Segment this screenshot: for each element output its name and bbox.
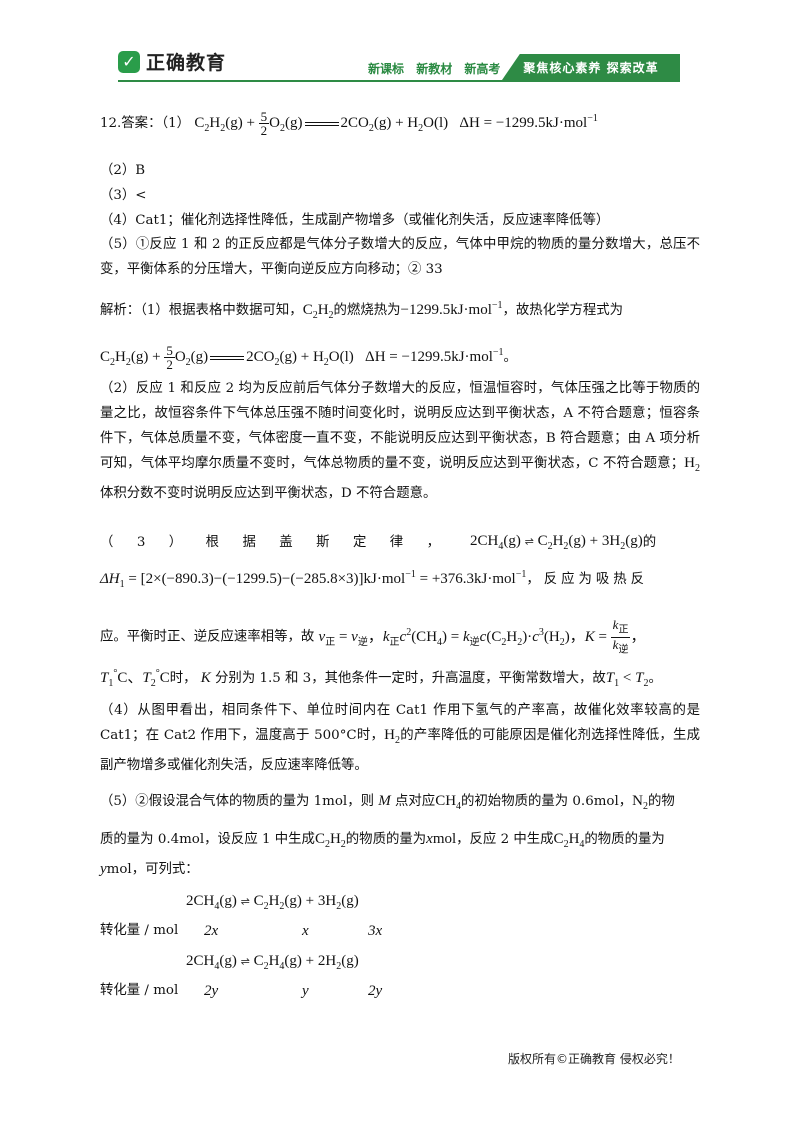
text: 应。平衡时正、逆反应速率相等，故 bbox=[100, 629, 315, 645]
char: 律 bbox=[389, 535, 404, 551]
answer-5: （5）①反应 1 和 2 的正反应都是气体分子数增大的反应，气体中甲烷的物质的量… bbox=[100, 237, 700, 277]
text: 。 bbox=[503, 349, 517, 365]
answer-3: （3）< bbox=[100, 188, 147, 203]
text: 的燃烧热为 bbox=[333, 303, 401, 318]
analysis-2: （2）反应 1 和反应 2 均为反应前后气体分子数增大的反应，恒温恒容时，气体压… bbox=[100, 381, 700, 501]
expression: [2×(−890.3)−(−1299.5)−(−285.8×3)]kJ·mol bbox=[140, 571, 406, 587]
enthalpy: ΔH = −1299.5kJ·mol bbox=[365, 348, 493, 365]
reaction-1-row: 转化量 / mol 2x x 3x bbox=[100, 923, 460, 939]
brand-name: 正确教育 bbox=[146, 52, 227, 74]
text: （4）从图甲看出，相同条件下、单位时间内在 Cat1 作用下氢气的产率高，故催化… bbox=[100, 703, 700, 743]
text: mol，可列式： bbox=[106, 862, 199, 877]
text: 。 bbox=[648, 671, 662, 686]
cell: x bbox=[302, 923, 309, 939]
text: 解析：（1）根据表格中数据可知， bbox=[100, 303, 303, 318]
text: ，故热化学方程式为 bbox=[502, 303, 624, 318]
text: （2）反应 1 和反应 2 均为反应前后气体分子数增大的反应，恒温恒容时，气体压… bbox=[100, 381, 700, 471]
text: 体积分数不变时说明反应达到平衡状态，D 不符合题意。 bbox=[100, 486, 437, 501]
text: 的 bbox=[642, 535, 657, 551]
analysis-3-line4: T1°C、T2°C时， K 分别为 1.5 和 3，其他条件一定时，升高温度，平… bbox=[100, 668, 662, 689]
tag: 新高考 bbox=[464, 62, 501, 76]
enthalpy: ΔH = −1299.5kJ·mol bbox=[459, 114, 588, 131]
char: 定 bbox=[352, 535, 367, 551]
text: ，反应为吸热反 bbox=[526, 572, 649, 587]
text: 的物质的量为 bbox=[584, 832, 665, 847]
value: −1299.5kJ·mol bbox=[400, 302, 492, 318]
cell: y bbox=[302, 983, 309, 999]
text: 质的量为 0.4mol，设反应 1 中生成 bbox=[100, 832, 315, 847]
answer-2: （2）B bbox=[100, 163, 146, 178]
checkmark-icon: ✓ bbox=[118, 50, 140, 73]
char: 3 bbox=[136, 535, 146, 551]
char: 盖 bbox=[279, 535, 293, 551]
char: 根 bbox=[205, 535, 220, 551]
reaction-2: 2CH4(g) ⇌ C2H4(g) + 2H2(g) bbox=[186, 953, 359, 972]
analysis-3-line3: 应。平衡时正、逆反应速率相等，故 v正 = v逆，k正c2(CH4) = k逆c… bbox=[100, 617, 646, 656]
text: 的物质的量为 bbox=[345, 832, 427, 847]
row-label: 转化量 / mol bbox=[100, 923, 179, 938]
tag: 新课标 bbox=[368, 62, 405, 76]
char: 斯 bbox=[316, 535, 330, 551]
analysis-5-line2: 质的量为 0.4mol，设反应 1 中生成C2H2的物质的量为xmol，反应 2… bbox=[100, 831, 665, 850]
text: 的物 bbox=[647, 794, 675, 809]
row-label: 转化量 / mol bbox=[100, 983, 179, 998]
cell: 2y bbox=[368, 983, 383, 999]
brand-logo: ✓ 正确教育 bbox=[118, 48, 226, 75]
analysis-4: （4）从图甲看出，相同条件下、单位时间内在 Cat1 作用下氢气的产率高，故催化… bbox=[100, 703, 701, 773]
result: = +376.3kJ·mol bbox=[419, 571, 516, 587]
text: ，反应 2 中生成 bbox=[456, 832, 554, 847]
char: ， bbox=[426, 535, 440, 551]
char: ） bbox=[168, 535, 183, 551]
copyright-footer: 版权所有©正确教育 侵权必究！ bbox=[508, 1052, 680, 1066]
analysis-3-line2: ΔH1 = [2×(−890.3)−(−1299.5)−(−285.8×3)]k… bbox=[100, 569, 649, 590]
cell: 2x bbox=[204, 923, 219, 939]
reaction-1: 2CH4(g) ⇌ C2H2(g) + 3H2(g) bbox=[186, 893, 359, 912]
answer-label: 12.答案：（1） bbox=[100, 115, 191, 131]
header-tags: 新课标 新教材 新高考 bbox=[368, 60, 508, 77]
tag: 新教材 bbox=[416, 62, 453, 76]
cell: 2y bbox=[204, 983, 219, 999]
text: 分别为 1.5 和 3，其他条件一定时，升高温度，平衡常数增大，故 bbox=[215, 671, 606, 686]
reaction-2-row: 转化量 / mol 2y y 2y bbox=[100, 983, 460, 999]
text: 点对应 bbox=[395, 794, 436, 809]
text: 的初始物质的量为 0.6mol， bbox=[461, 794, 633, 809]
analysis-5-line3: ymol，可列式： bbox=[100, 861, 199, 877]
cell: 3x bbox=[368, 923, 383, 939]
answer-4: （4）Cat1；催化剂选择性降低，生成副产物增多（或催化剂失活，反应速率降低等） bbox=[100, 213, 610, 228]
header-banner: 聚焦核心素养 探索改革 bbox=[502, 54, 680, 80]
analysis-5-line1: （5）②假设混合气体的物质的量为 1mol，则 M 点对应CH4的初始物质的量为… bbox=[100, 793, 675, 812]
analysis-3-line1: （ 3 ） 根 据 盖 斯 定 律 ， 2CH4(g) ⇌ C2H2(g) + … bbox=[100, 533, 657, 552]
header-divider bbox=[118, 80, 680, 82]
symbol: ΔH bbox=[100, 571, 120, 587]
text: （5）②假设混合气体的物质的量为 1mol，则 bbox=[100, 794, 374, 809]
char: 据 bbox=[242, 535, 256, 551]
char: （ bbox=[100, 535, 114, 551]
analysis-1: 解析：（1）根据表格中数据可知，C2H2的燃烧热为−1299.5kJ·mol−1… bbox=[100, 300, 624, 321]
text: 的产率降低的可能原因是催化剂选择性降低，生成副产物增多或催化剂失活，反应速率降低… bbox=[100, 728, 701, 773]
text: 时， bbox=[169, 671, 197, 686]
